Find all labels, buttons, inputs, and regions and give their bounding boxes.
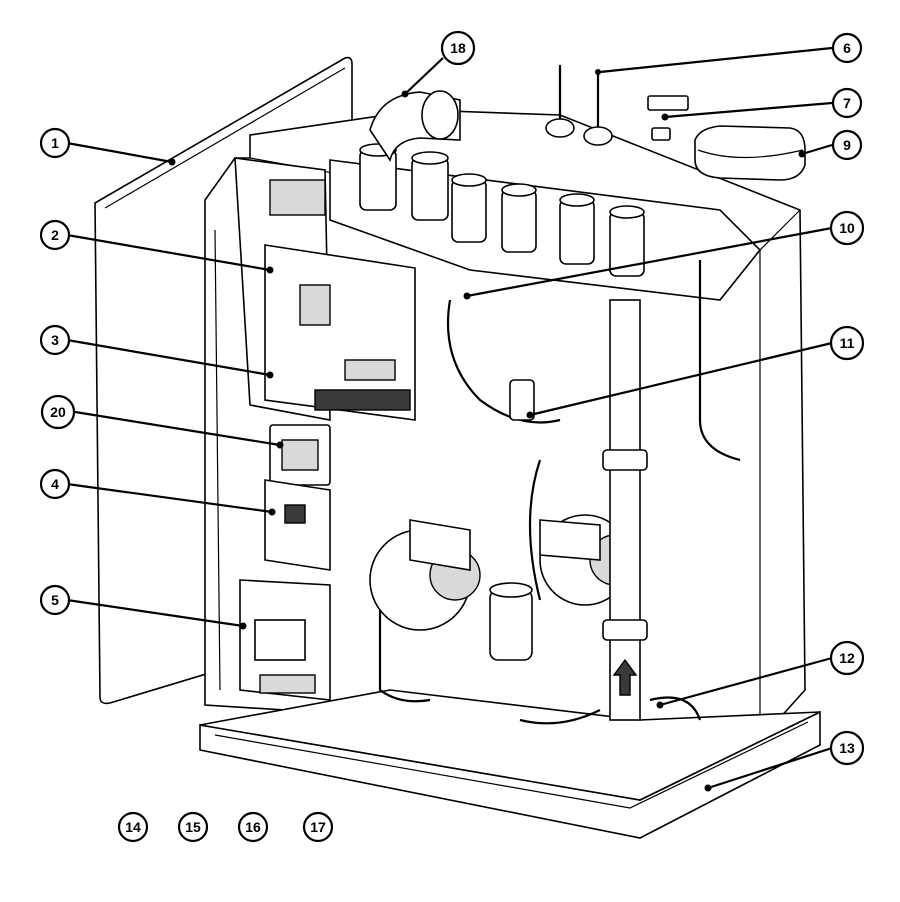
- callout-c15: 15: [177, 811, 209, 843]
- callout-label: 7: [843, 95, 851, 111]
- callout-label: 4: [51, 476, 59, 492]
- callout-c16: 16: [237, 811, 269, 843]
- sensor: [509, 379, 535, 421]
- leader-lines: [66, 46, 833, 790]
- callout-label: 15: [185, 819, 201, 835]
- expansion-board: [264, 479, 331, 571]
- callout-label: 1: [51, 135, 59, 151]
- callout-c13: 13: [829, 730, 865, 766]
- callout-label: 12: [839, 650, 855, 666]
- callout-c14: 14: [117, 811, 149, 843]
- callout-label: 18: [450, 40, 466, 56]
- callout-label: 17: [310, 819, 326, 835]
- antennas: [545, 65, 613, 146]
- callout-c9: 9: [831, 129, 863, 161]
- callout-c17: 17: [302, 811, 334, 843]
- cylinder: [489, 582, 533, 661]
- relay-module: [269, 424, 331, 486]
- callout-c12: 12: [829, 640, 865, 676]
- callout-c1: 1: [39, 127, 71, 159]
- gateway-box: [694, 125, 806, 181]
- callout-c18: 18: [440, 30, 476, 66]
- callout-label: 16: [245, 819, 261, 835]
- callout-c5: 5: [39, 584, 71, 616]
- callout-label: 5: [51, 592, 59, 608]
- top-manifold: [329, 143, 762, 301]
- callout-label: 20: [50, 404, 66, 420]
- callout-label: 10: [839, 220, 855, 236]
- callout-label: 6: [843, 40, 851, 56]
- callout-c4: 4: [39, 468, 71, 500]
- transformer-box: [239, 579, 331, 701]
- callout-label: 2: [51, 227, 59, 243]
- control-board: [234, 157, 416, 421]
- callout-label: 14: [125, 819, 141, 835]
- vertical-pipe: [602, 299, 648, 721]
- callout-c11: 11: [829, 325, 865, 361]
- callout-c2: 2: [39, 219, 71, 251]
- callout-label: 3: [51, 332, 59, 348]
- leader-dots: [168, 90, 806, 792]
- outlet-pipe: [369, 90, 461, 162]
- callout-c20: 20: [40, 394, 76, 430]
- callout-c6: 6: [831, 32, 863, 64]
- callout-label: 13: [839, 740, 855, 756]
- hoses: [378, 260, 741, 725]
- callout-c10: 10: [829, 210, 865, 246]
- base-tray: [199, 689, 821, 839]
- connectors: [647, 95, 689, 141]
- callout-label: 9: [843, 137, 851, 153]
- callout-c7: 7: [831, 87, 863, 119]
- pump-left: [369, 519, 481, 631]
- callout-label: 11: [840, 335, 855, 351]
- callout-c3: 3: [39, 324, 71, 356]
